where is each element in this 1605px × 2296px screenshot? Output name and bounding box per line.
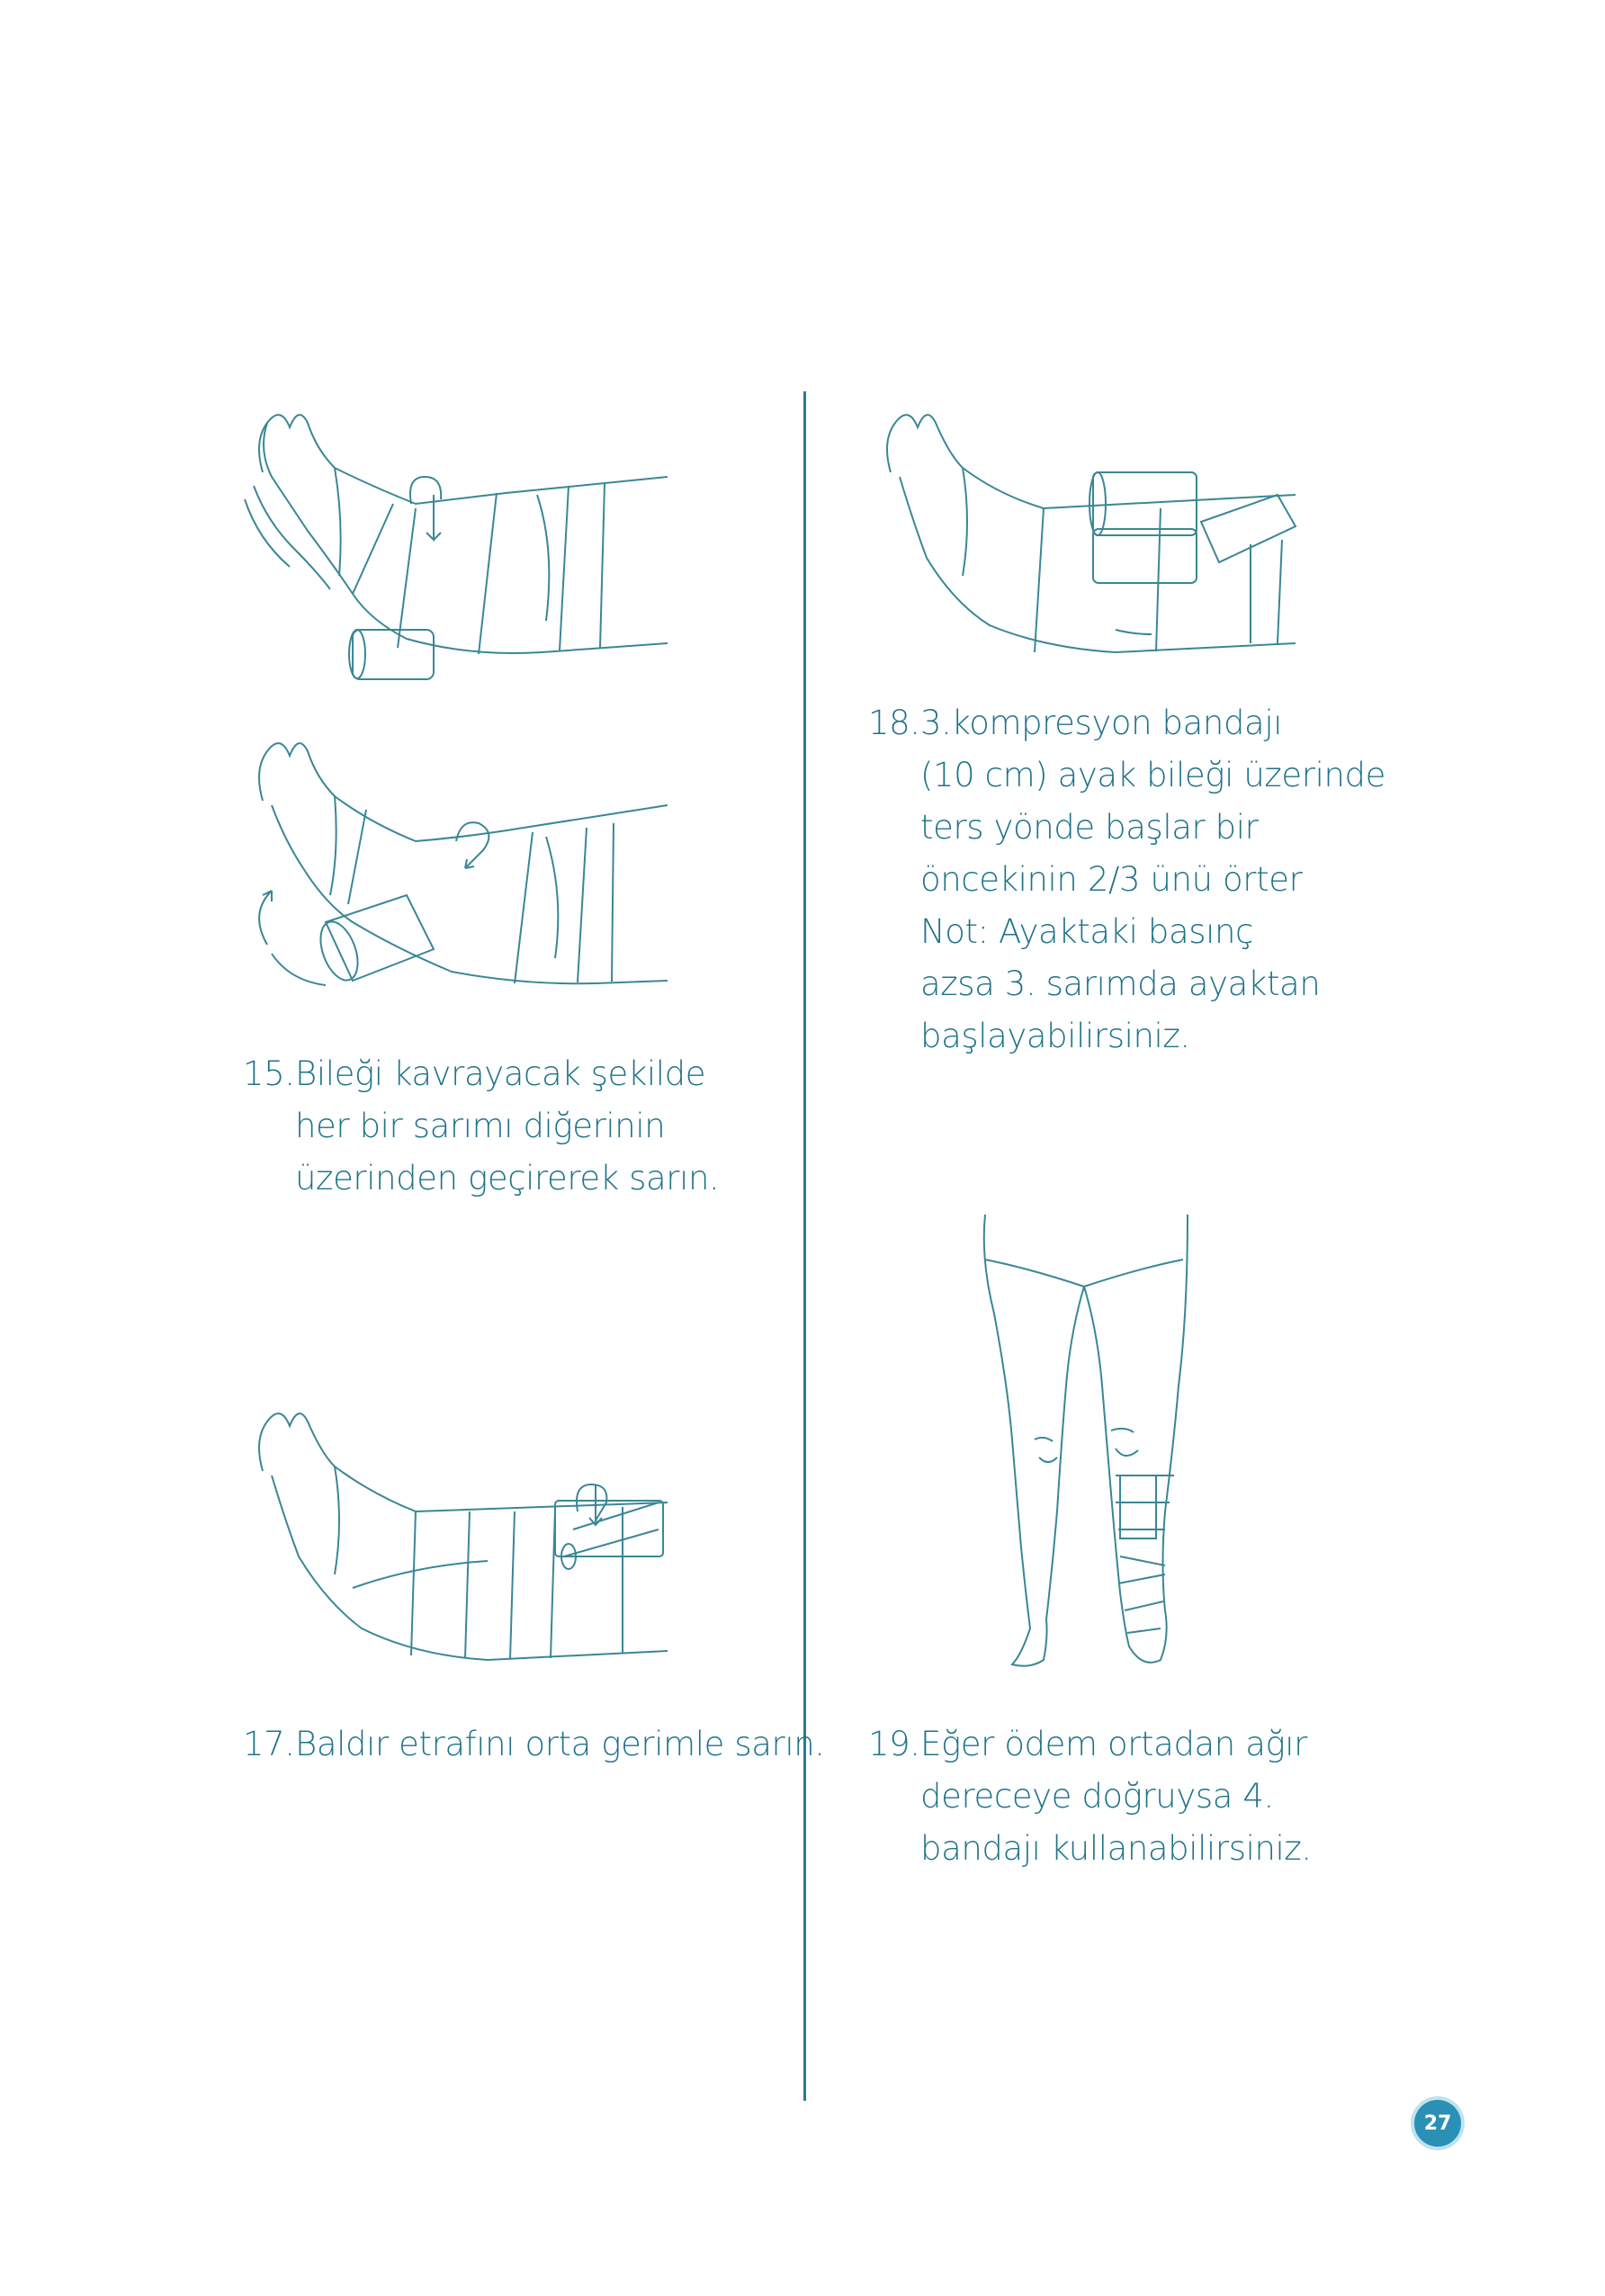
step-18-number: 18.: [868, 704, 920, 742]
illustration-foot-wrap-4: [864, 387, 1314, 684]
step-18-line-5: Not: Ayaktaki basınç: [920, 912, 1254, 951]
illustration-legs-front: [967, 1206, 1201, 1673]
step-17-number: 17.: [243, 1725, 295, 1763]
illustration-foot-wrap-1: [236, 387, 686, 693]
step-18-line-2: (10 cm) ayak bileği üzerinde: [920, 756, 1385, 794]
step-19-line-1: Eğer ödem ortadan ağır: [920, 1725, 1307, 1763]
illustration-foot-wrap-3: [236, 1386, 686, 1682]
step-18-line-6: azsa 3. sarımda ayaktan: [920, 964, 1321, 1003]
step-15-caption: 15. Bileği kavrayacak şekilde her bir sa…: [243, 1048, 720, 1205]
column-divider: [803, 391, 806, 2101]
step-15-line-3: üzerinden geçirerek sarın.: [295, 1159, 720, 1197]
step-19-number: 19.: [868, 1725, 920, 1763]
step-18-line-1: 3.kompresyon bandajı: [920, 704, 1283, 742]
illustration-foot-wrap-2: [236, 715, 686, 1021]
page-number-badge: 27: [1414, 2100, 1461, 2147]
step-19-line-2: dereceye doğruysa 4.: [920, 1777, 1274, 1816]
step-18-line-3: ters yönde başlar bir: [920, 808, 1259, 847]
step-18-line-4: öncekinin 2/3 ünü örter: [920, 860, 1303, 899]
step-19-line-3: bandajı kullanabilirsiniz.: [920, 1829, 1312, 1868]
step-15-number: 15.: [243, 1054, 295, 1093]
step-15-line-2: her bir sarımı diğerinin: [295, 1107, 666, 1145]
step-19-caption: 19. Eğer ödem ortadan ağır dereceye doğr…: [868, 1718, 1312, 1875]
step-17-caption: 17. Baldır etrafını orta gerimle sarın.: [243, 1718, 825, 1771]
step-17-line-1: Baldır etrafını orta gerimle sarın.: [295, 1725, 825, 1763]
step-15-line-1: Bileği kavrayacak şekilde: [295, 1054, 706, 1093]
step-18-line-7: başlayabilirsiniz.: [920, 1017, 1190, 1055]
step-18-caption: 18. 3.kompresyon bandajı (10 cm) ayak bi…: [868, 697, 1385, 1063]
